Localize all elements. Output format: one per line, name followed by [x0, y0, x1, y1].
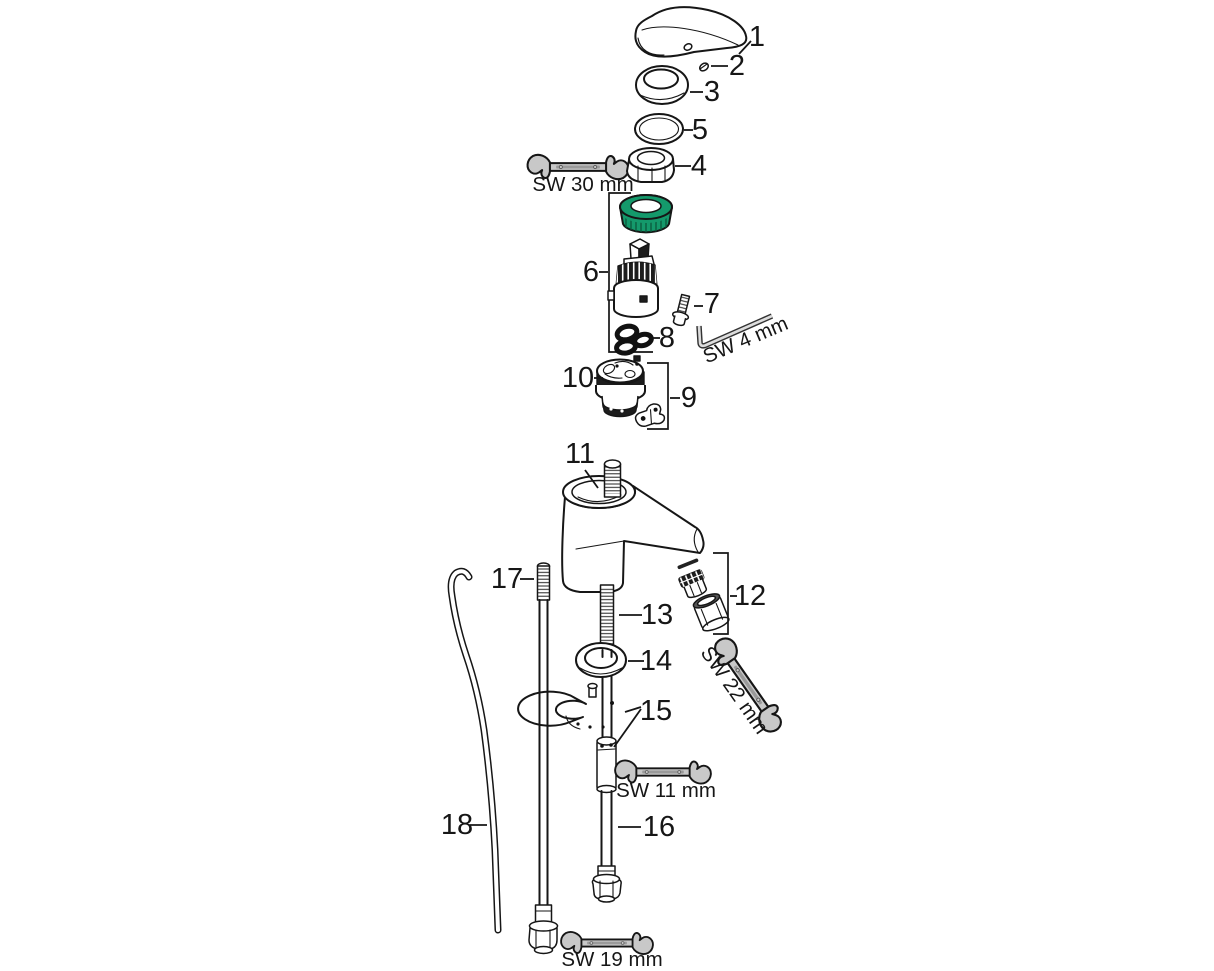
bracket-9 — [647, 362, 669, 430]
part-6-cartridge — [607, 238, 659, 318]
part-7-screw — [671, 293, 691, 327]
part-label-15: 15 — [640, 695, 672, 727]
part-label-13: 13 — [641, 599, 673, 631]
part-label-17: 17 — [491, 563, 523, 595]
part-4-nut — [626, 147, 675, 183]
part-13-threaded-shank — [599, 584, 615, 649]
part-label-3: 3 — [704, 76, 720, 108]
part-label-16: 16 — [643, 811, 675, 843]
part-5-o-ring — [634, 113, 684, 145]
part-14-base-gasket — [575, 642, 627, 678]
part-10-valve-insert — [595, 355, 646, 418]
part-12-aerator-gasket — [677, 558, 699, 570]
part-15-sleeve-nut — [596, 736, 617, 794]
part-9-clip — [634, 403, 666, 428]
part-label-5: 5 — [692, 114, 708, 146]
part-12-aerator-sleeve — [692, 593, 730, 632]
part-label-6: 6 — [583, 256, 599, 288]
part-label-8: 8 — [659, 322, 675, 354]
part-label-4: 4 — [691, 150, 707, 182]
part-label-14: 14 — [640, 645, 672, 677]
part-1-lever-handle — [634, 6, 748, 58]
tool-label-sw11: SW 11 mm — [616, 779, 716, 802]
part-16-hose — [591, 790, 622, 903]
tool-label-sw30: SW 30 mm — [532, 173, 633, 196]
part-label-9: 9 — [681, 382, 697, 414]
tool-label-sw19: SW 19 mm — [561, 948, 662, 971]
part-label-10: 10 — [562, 362, 594, 394]
part-18-lever-rod — [447, 567, 502, 934]
part-label-18: 18 — [441, 809, 473, 841]
allen-key-sw4-icon — [696, 313, 774, 349]
leader-line-15a — [624, 706, 642, 713]
leader-line-1 — [738, 40, 752, 55]
leader-line-15b — [613, 708, 642, 748]
part-12-aerator-insert — [678, 569, 708, 599]
part-label-12: 12 — [734, 580, 766, 612]
leader-line-11 — [584, 469, 599, 489]
bracket-12 — [713, 552, 729, 635]
part-11-faucet-body — [561, 459, 705, 593]
part-2-screw — [699, 62, 709, 72]
part-label-1: 1 — [749, 21, 765, 53]
part-11-cartridge-stem — [603, 459, 622, 498]
part-17-pull-rod — [528, 562, 559, 955]
part-3-cover-ring — [635, 65, 689, 105]
part-label-2: 2 — [729, 50, 745, 82]
part-8-o-ring-set — [614, 323, 654, 356]
part-label-11: 11 — [565, 438, 595, 470]
part-6-green-ring — [619, 194, 673, 234]
part-label-7: 7 — [704, 288, 720, 320]
part-15-clamp — [517, 682, 614, 730]
